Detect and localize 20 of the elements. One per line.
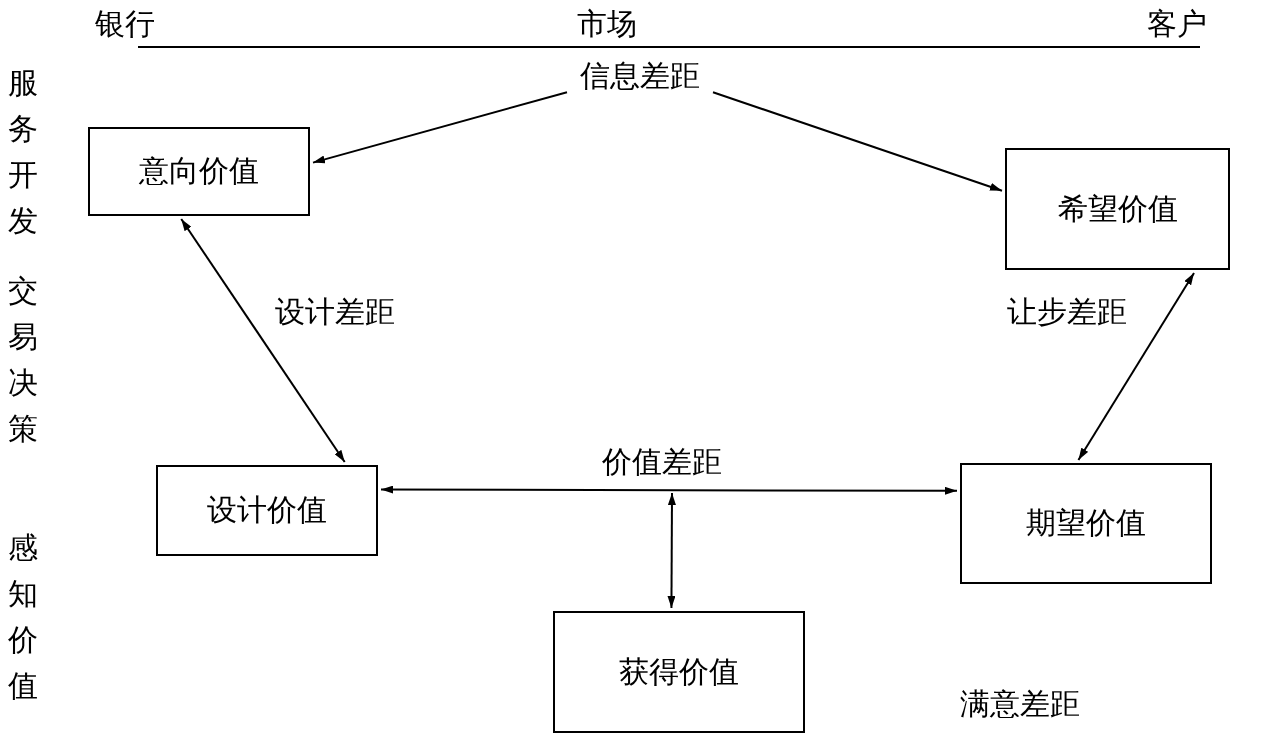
column-heading: 银行 — [95, 6, 155, 42]
value-box: 意向价值 — [88, 127, 310, 216]
value-box: 获得价值 — [553, 611, 805, 733]
arrow — [312, 91, 568, 164]
row-heading: 服务开发 — [8, 64, 39, 240]
value-box: 希望价值 — [1005, 148, 1230, 270]
row-heading: 交易决策 — [8, 272, 39, 448]
arrow — [712, 91, 1003, 192]
arrow — [180, 218, 346, 463]
gap-label: 信息差距 — [570, 58, 710, 94]
arrow — [667, 492, 676, 609]
arrow — [1077, 272, 1195, 461]
gap-label: 满意差距 — [960, 686, 1080, 722]
column-heading: 市场 — [577, 6, 637, 42]
arrow — [380, 485, 958, 495]
value-box: 设计价值 — [156, 465, 378, 556]
row-heading: 感知价值 — [8, 529, 39, 705]
value-box: 期望价值 — [960, 463, 1212, 584]
column-heading: 客户 — [1147, 6, 1207, 42]
edge-label: 让步差距 — [1007, 294, 1127, 330]
